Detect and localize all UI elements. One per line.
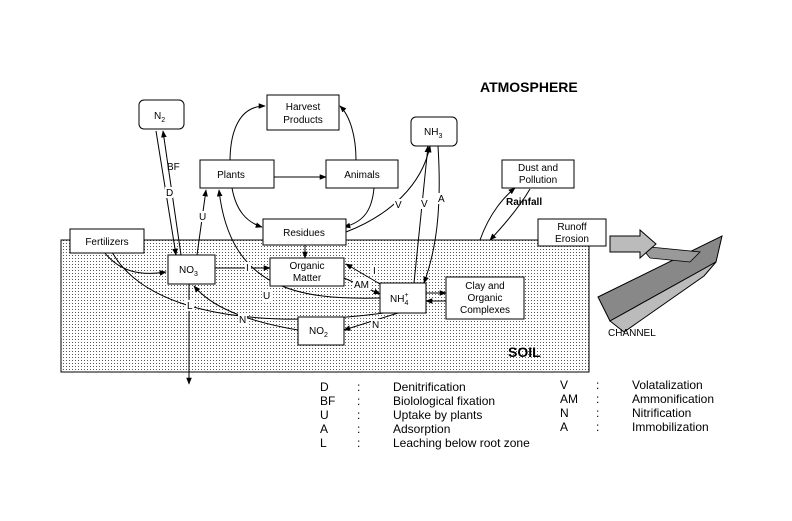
legend-code: BF xyxy=(320,394,335,408)
edge-label-a: A xyxy=(438,194,445,205)
animals-label: Animals xyxy=(344,170,380,181)
legend-code: A xyxy=(320,422,328,436)
organic-line1: Organic xyxy=(289,261,324,272)
dust-up-arrow xyxy=(479,187,516,241)
channel-title: CHANNEL xyxy=(608,328,656,339)
animals-residues-arrow xyxy=(343,187,375,229)
legend-code: L xyxy=(320,436,327,450)
runoff-arrow-graphic xyxy=(609,228,657,260)
fertilizers-label: Fertilizers xyxy=(85,237,128,248)
v-residues-arrow xyxy=(345,145,432,233)
edge-label-n-no2: N xyxy=(372,320,379,331)
edge-label-am: AM xyxy=(354,280,369,291)
fert-nh4-arrow xyxy=(111,251,405,320)
v-nh4-arrow xyxy=(413,145,431,284)
node-animals: Animals xyxy=(325,159,399,189)
plants-harvest-arrow xyxy=(229,103,266,163)
legend-desc: Volatalization xyxy=(632,378,703,392)
legend-sep: : xyxy=(357,380,360,394)
node-no2: NO2 xyxy=(297,316,345,346)
residues-label: Residues xyxy=(283,228,325,239)
a-arrow xyxy=(423,145,440,284)
legend-desc: Denitrification xyxy=(393,380,466,394)
legend-code: N xyxy=(560,406,569,420)
u-plants-arrow xyxy=(196,189,208,256)
legend-left: D : Denitrification BF : Biolological fi… xyxy=(320,380,530,450)
node-plants: Plants xyxy=(199,159,275,189)
legend-desc: Biolological fixation xyxy=(393,394,495,408)
legend-sep: : xyxy=(596,420,599,434)
legend-sep: : xyxy=(357,408,360,422)
rainfall-label: Rainfall xyxy=(506,197,542,208)
legend-desc: Uptake by plants xyxy=(393,408,482,422)
node-dust-pollution: Dust and Pollution xyxy=(501,159,575,189)
node-n2: N2 xyxy=(138,99,185,130)
legend-sep: : xyxy=(357,436,360,450)
soil-title: SOIL xyxy=(508,344,541,360)
harvest-line1: Harvest xyxy=(286,102,321,113)
legend-code: A xyxy=(560,420,568,434)
no3-label: NO3 xyxy=(179,265,198,278)
node-organic-matter: Organic Matter xyxy=(269,257,345,287)
edge-label-i-nh4: I xyxy=(373,266,376,277)
node-clay-organic-complexes: Clay and Organic Complexes xyxy=(445,276,525,320)
edge-label-v-residues: V xyxy=(395,200,402,211)
nh4-label: NH+4 xyxy=(390,292,409,307)
n2-label: N2 xyxy=(154,111,165,124)
harvest-line2: Products xyxy=(283,115,322,126)
runoff-line2: Erosion xyxy=(555,234,589,245)
legend-desc: Leaching below root zone xyxy=(393,436,530,450)
node-no3: NO3 xyxy=(167,254,216,285)
edge-label-u-plants: U xyxy=(199,212,206,223)
organic-line2: Matter xyxy=(293,273,322,284)
legend-code: AM xyxy=(560,392,578,406)
legend-desc: Nitrification xyxy=(632,406,691,420)
no2-label: NO2 xyxy=(309,326,328,339)
fert-no3-arrow xyxy=(103,251,167,276)
edge-label-bf: BF xyxy=(167,162,180,173)
legend-sep: : xyxy=(596,392,599,406)
node-nh4: NH+4 xyxy=(379,282,427,314)
node-nh3: NH3 xyxy=(410,116,458,147)
dust-line1: Dust and xyxy=(518,163,558,174)
atmosphere-title: ATMOSPHERE xyxy=(480,79,578,95)
channel-illustration xyxy=(597,228,723,333)
nh3-label: NH3 xyxy=(424,127,442,140)
edge-label-u-nh4: U xyxy=(263,291,270,302)
edge-labels: BF D U I U AM I L N N V V A xyxy=(165,161,446,331)
clay-line1: Clay and xyxy=(465,281,504,292)
rainfall-arrow xyxy=(489,188,531,241)
node-runoff-erosion: Runoff Erosion xyxy=(537,218,607,247)
edge-label-v-nh4: V xyxy=(421,199,428,210)
n-no3-arrow xyxy=(193,285,299,331)
node-fertilizers: Fertilizers xyxy=(69,228,145,254)
legend-desc: Adsorption xyxy=(393,422,450,436)
i-nh4-arrow xyxy=(345,263,381,285)
legend-code: U xyxy=(320,408,329,422)
legend-sep: : xyxy=(357,394,360,408)
node-harvest-products: Harvest Products xyxy=(266,94,340,131)
clay-line3: Complexes xyxy=(460,305,510,316)
legend-right: V : Volatalization AM : Ammonification N… xyxy=(560,378,714,434)
dust-line2: Pollution xyxy=(519,175,557,186)
edge-label-n-no3: N xyxy=(239,315,246,326)
node-residues: Residues xyxy=(262,218,347,246)
legend-code: V xyxy=(560,378,568,392)
legend-code: D xyxy=(320,380,329,394)
plants-residues-arrow xyxy=(231,187,263,228)
edge-label-d: D xyxy=(166,188,173,199)
legend-desc: Ammonification xyxy=(632,392,714,406)
runoff-line1: Runoff xyxy=(557,222,587,233)
edge-label-i-om: I xyxy=(246,263,249,274)
legend-sep: : xyxy=(596,378,599,392)
animals-harvest-arrow xyxy=(339,105,357,161)
legend-sep: : xyxy=(596,406,599,420)
legend-desc: Immobilization xyxy=(632,420,709,434)
plants-label: Plants xyxy=(217,170,245,181)
edge-label-l: L xyxy=(187,301,193,312)
clay-line2: Organic xyxy=(467,293,502,304)
legend-sep: : xyxy=(357,422,360,436)
